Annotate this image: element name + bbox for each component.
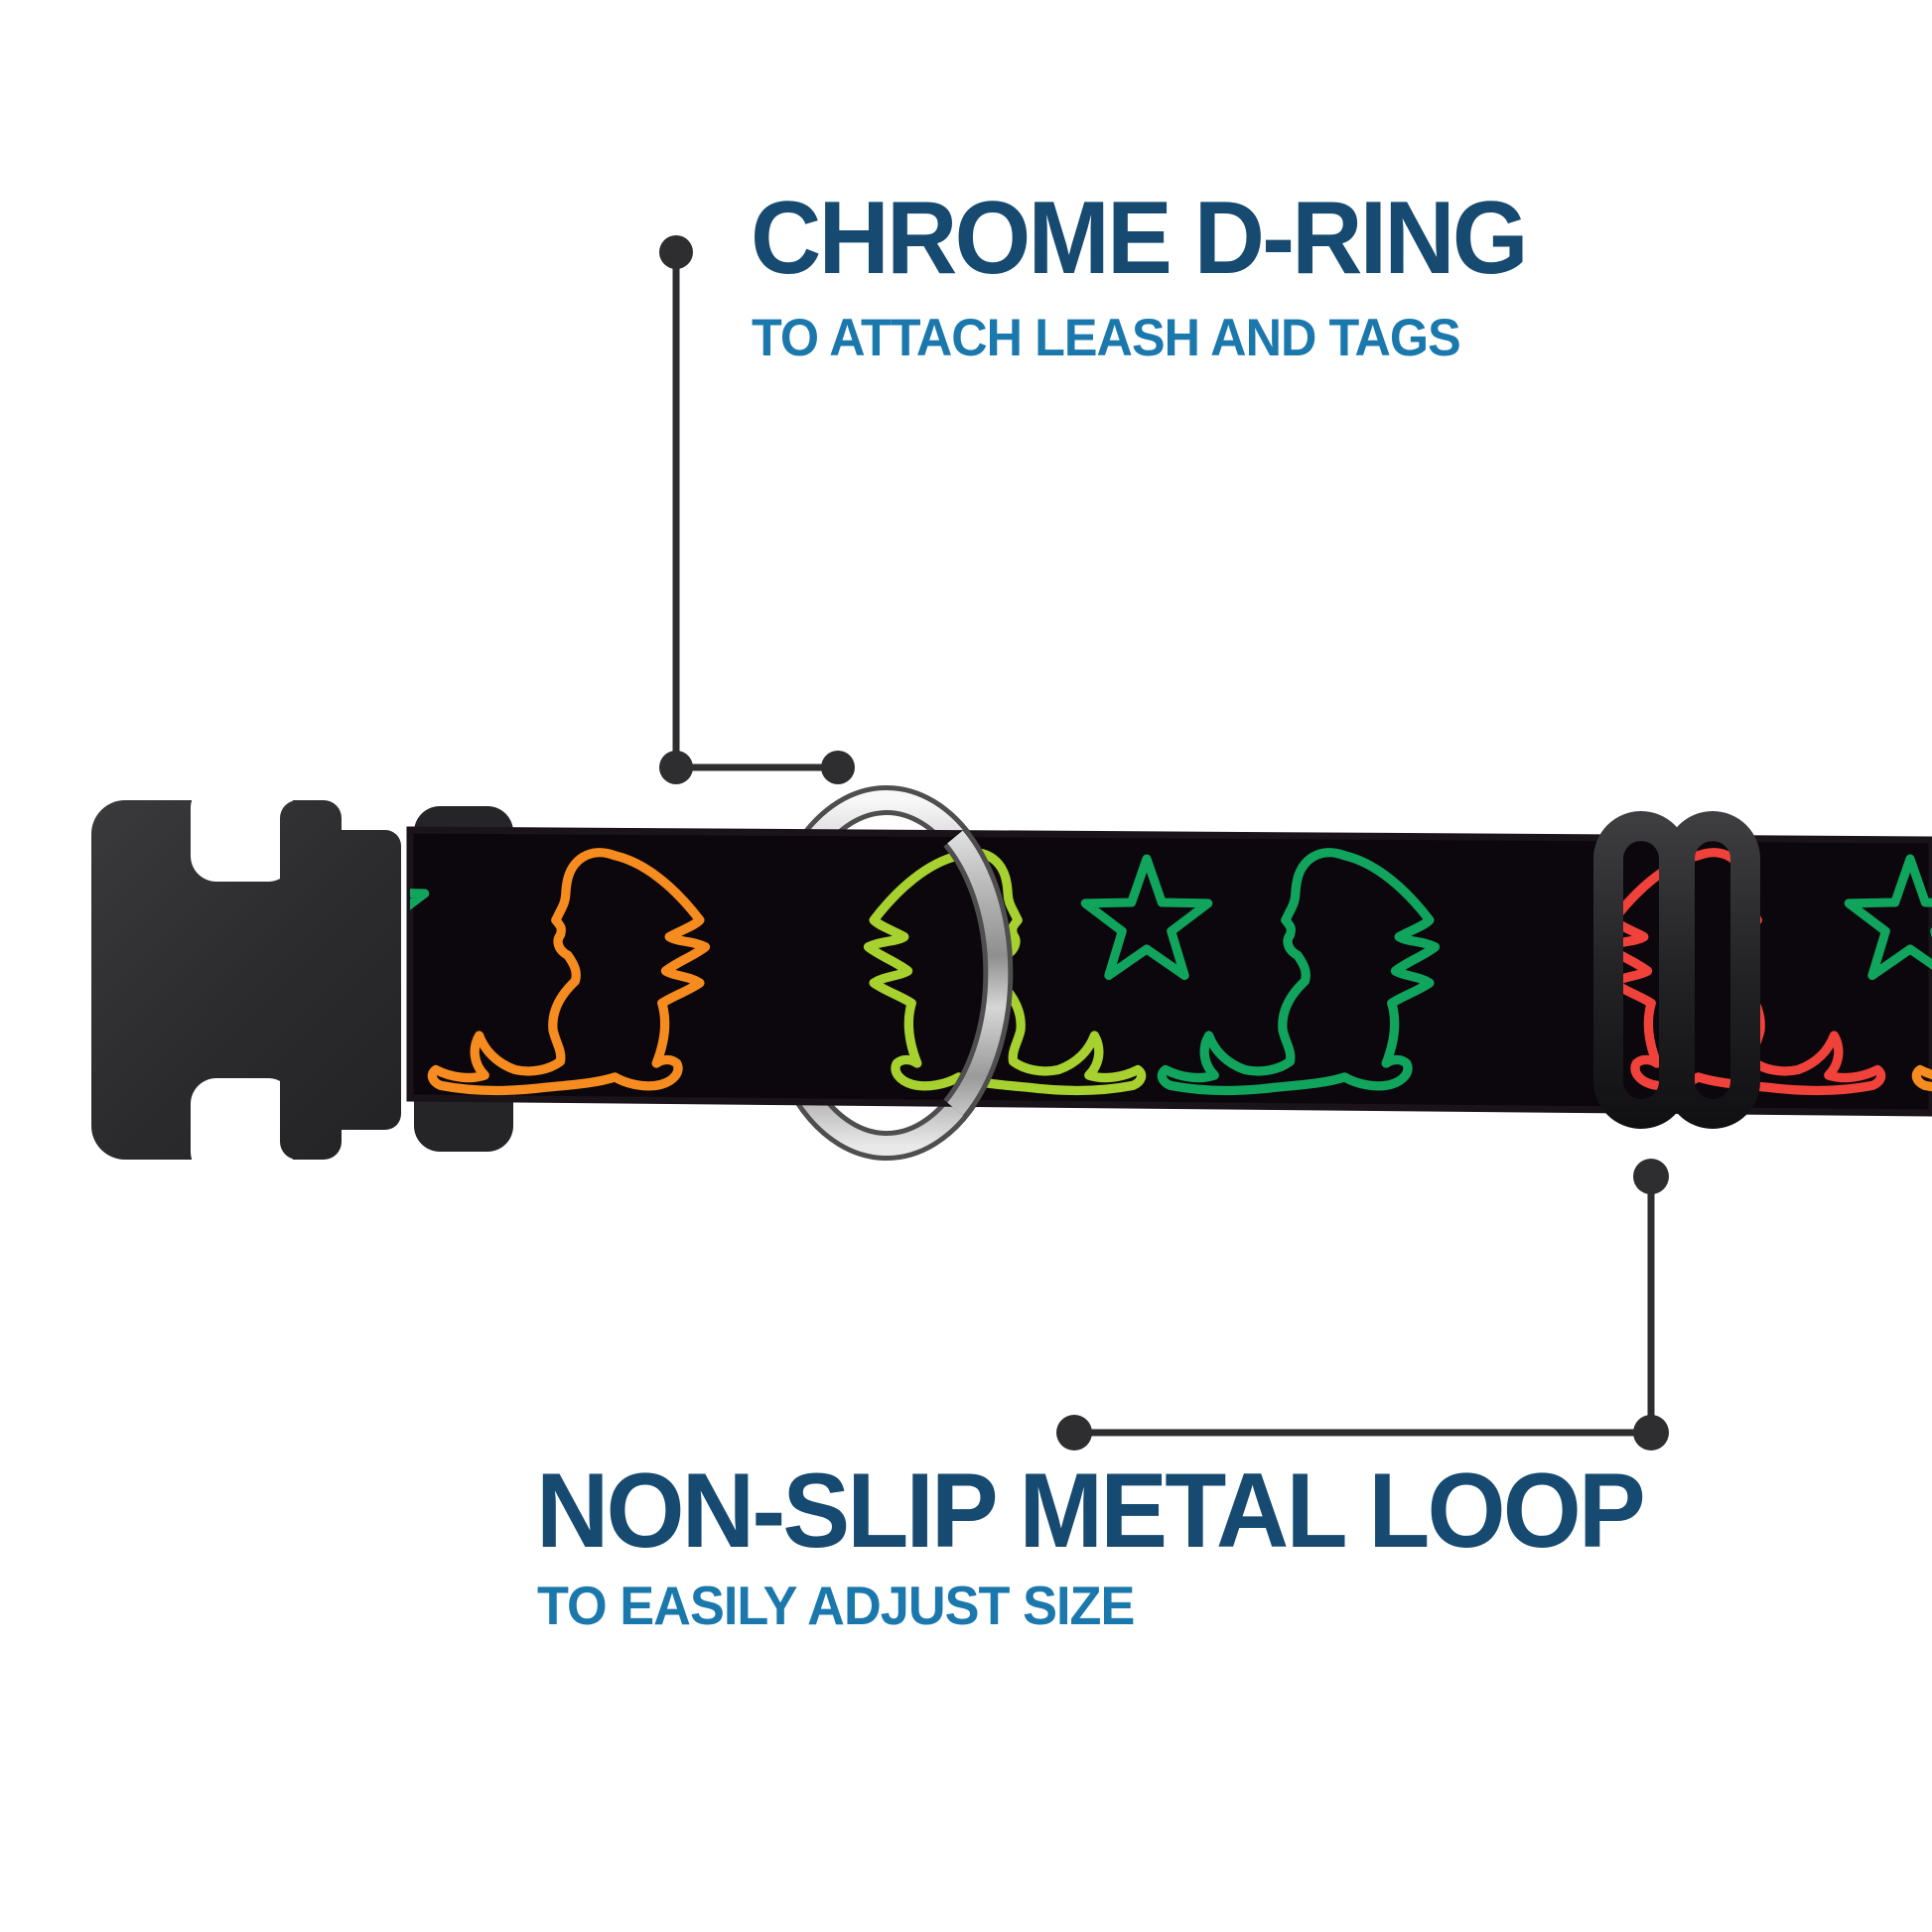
d-ring — [943, 827, 1014, 1119]
bottom-callout-subtitle: TO EASILY ADJUST SIZE — [537, 1575, 1135, 1636]
buckle-notch-top — [191, 782, 294, 882]
top-callout-subtitle: TO ATTACH LEASH AND TAGS — [752, 309, 1461, 367]
bottom-callout-title: NON-SLIP METAL LOOP — [536, 1450, 1646, 1570]
buckle — [91, 782, 401, 1177]
buckle-head — [324, 830, 401, 1130]
top-callout-title: CHROME D-RING — [751, 181, 1529, 296]
top-callout-connector — [659, 235, 855, 784]
buckle-body — [91, 800, 342, 1160]
connector-dot — [659, 751, 693, 784]
connector-dot — [1633, 1159, 1669, 1194]
collar-strap — [406, 826, 1932, 1117]
connector-dot — [659, 235, 693, 269]
slide-loop — [1593, 811, 1760, 1129]
bottom-callout-connector — [1056, 1159, 1669, 1450]
buckle-notch-bottom — [191, 1078, 294, 1177]
connector-dot — [821, 751, 855, 784]
connector-dot — [1056, 1415, 1092, 1450]
connector-dot — [1633, 1415, 1669, 1450]
